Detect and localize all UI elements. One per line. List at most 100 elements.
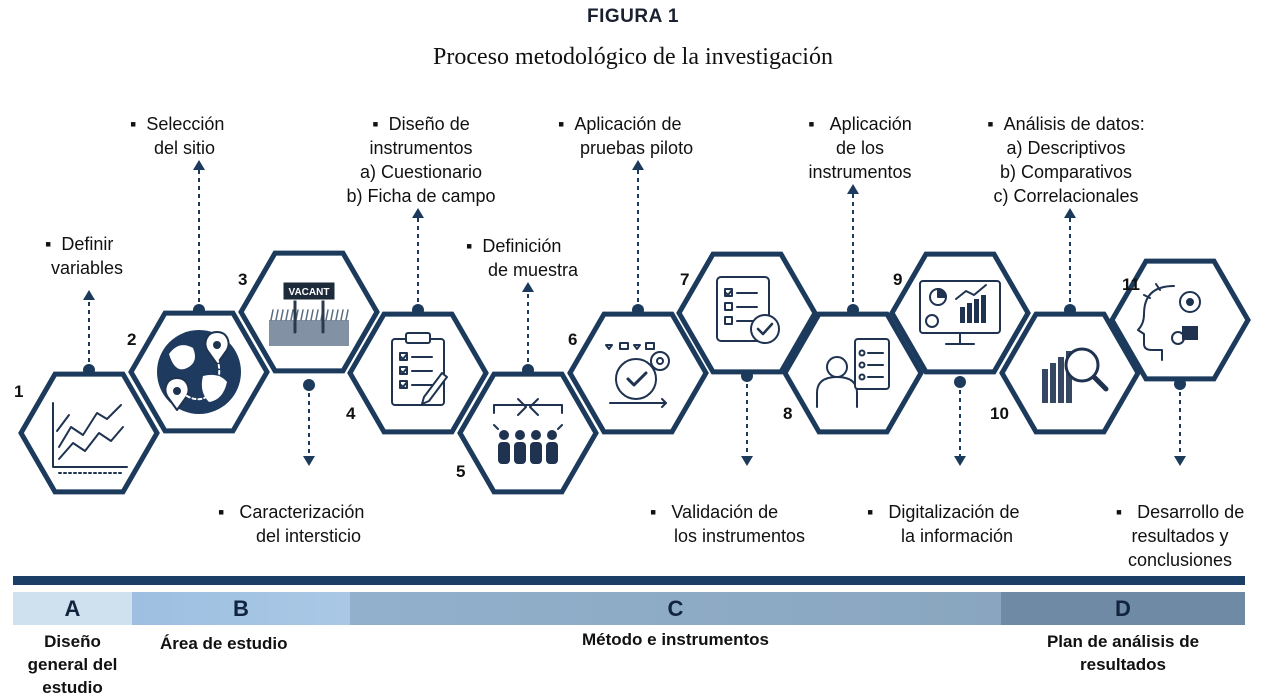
step-label-9-line-2: la información	[901, 526, 1014, 546]
step-label-10-line-3: b) Comparativos	[999, 162, 1133, 182]
phase-c-name: Método e instrumentos	[581, 630, 769, 649]
connector-4	[412, 208, 424, 316]
phase-a-name-line-3: estudio	[42, 678, 103, 697]
connector-3	[303, 379, 315, 466]
figure-caption: Proceso metodológico de la investigación	[433, 44, 833, 70]
head-gears-icon	[1137, 283, 1201, 361]
arrow-head	[522, 282, 534, 292]
step-label-10-line-2: a) Descriptivos	[1006, 138, 1126, 158]
connector-8	[847, 184, 859, 316]
step-label-4-line-3: a) Cuestionario	[359, 162, 483, 182]
step-label-10: ▪ Análisis de datos: a) Descriptivos b) …	[966, 112, 1166, 208]
step-label-4-line-2: instrumentos	[369, 138, 473, 158]
clipboard-checklist-icon	[391, 332, 448, 406]
connector-11	[1174, 378, 1186, 466]
phase-d-name: Plan de análisis de resultados	[1001, 630, 1245, 676]
people-sample-selection-icon	[493, 398, 563, 464]
arrow-head	[741, 456, 753, 466]
arrow-head	[303, 456, 315, 466]
arrow-head	[412, 208, 424, 218]
step-label-4-line-4: b) Ficha de campo	[346, 186, 496, 206]
connector-2	[193, 160, 205, 316]
phase-a-name-line-2: general del	[27, 655, 118, 674]
phase-b-box: B	[132, 592, 350, 625]
figure-label: FIGURA 1	[587, 6, 679, 27]
monitor-analytics-icon	[919, 280, 1001, 345]
step-number-1: 1	[14, 382, 24, 401]
step-label-11: ▪ Desarrollo de resultados y conclusione…	[1100, 500, 1260, 572]
phase-c-box: C	[350, 592, 1001, 625]
vacant-sign-text: VACANT	[289, 287, 330, 298]
arrow-head	[632, 160, 644, 170]
connector-5	[522, 282, 534, 376]
step-hexagon-5	[457, 371, 599, 495]
arrow-head	[847, 184, 859, 194]
step-hexagon-3	[238, 250, 380, 374]
person-clipboard-icon	[816, 338, 890, 408]
step-label-8: ▪ Aplicación de los instrumentos	[790, 112, 930, 184]
step-label-9: ▪ Digitalización de la información	[867, 502, 1020, 546]
phase-a-box: A	[13, 592, 132, 625]
step-label-7-line-2: los instrumentos	[674, 526, 806, 546]
step-hexagon-6	[567, 311, 709, 435]
step-hexagon-1	[18, 371, 160, 495]
phase-timeline-bar	[13, 576, 1245, 585]
phase-b-name: Área de estudio	[160, 634, 288, 653]
step-label-11-line-3: conclusiones	[1127, 550, 1233, 570]
step-label-6-line-1: Aplicación de	[574, 114, 682, 134]
step-label-2: ▪ Selección del sitio	[130, 114, 225, 158]
step-number-3: 3	[238, 270, 248, 289]
step-label-3: ▪ Caracterización del intersticio	[218, 502, 365, 546]
step-number-9: 9	[893, 270, 903, 289]
step-label-1-line-1: Definir	[61, 234, 114, 254]
step-label-11-line-2: resultados y	[1131, 526, 1229, 546]
step-label-1: ▪ Definir variables	[45, 234, 124, 278]
connector-1	[83, 290, 95, 376]
arrow-head	[1174, 456, 1186, 466]
line-chart-icon	[52, 402, 128, 474]
arrow-head	[1064, 208, 1076, 218]
step-label-7-line-1: Validación de	[671, 502, 779, 522]
checklist-validation-icon	[716, 276, 780, 344]
step-label-5-line-2: de muestra	[488, 260, 579, 280]
step-number-11: 11	[1122, 275, 1140, 294]
phase-d-name-line-2: resultados	[1080, 655, 1166, 674]
step-number-10: 10	[990, 404, 1009, 423]
step-label-5-line-1: Definición	[482, 236, 562, 256]
connector-9	[954, 376, 966, 466]
phase-a-name: Diseño general del estudio	[13, 630, 132, 699]
step-label-8-line-1: Aplicación	[829, 114, 912, 134]
step-label-8-line-2: de los	[835, 138, 885, 158]
step-label-2-line-2: del sitio	[154, 138, 216, 158]
step-number-8: 8	[783, 404, 793, 423]
phase-d-box: D	[1001, 592, 1245, 625]
step-hexagon-7	[676, 251, 818, 375]
arrow-head	[83, 290, 95, 300]
arrow-head	[954, 456, 966, 466]
step-label-4: ▪ Diseño de instrumentos a) Cuestionario…	[326, 112, 516, 208]
step-number-2: 2	[127, 330, 137, 349]
connector-dot	[303, 379, 315, 391]
magnifier-bar-chart-icon	[1042, 347, 1109, 403]
connector-6	[632, 160, 644, 316]
step-label-7: ▪ Validación de los instrumentos	[650, 502, 806, 546]
step-hexagon-4	[347, 311, 489, 435]
process-gears-icon	[605, 342, 670, 408]
step-number-5: 5	[456, 462, 466, 481]
step-label-10-line-1: Análisis de datos:	[1003, 114, 1145, 134]
step-label-4-line-1: Diseño de	[388, 114, 470, 134]
step-label-3-line-1: Caracterización	[239, 502, 365, 522]
step-label-3-line-2: del intersticio	[256, 526, 362, 546]
connector-10	[1064, 208, 1076, 316]
step-label-2-line-1: Selección	[146, 114, 225, 134]
phase-d-name-line-1: Plan de análisis de	[1046, 632, 1200, 651]
globe-location-pin-icon	[157, 330, 241, 414]
connector-dot	[954, 376, 966, 388]
step-number-6: 6	[568, 330, 578, 349]
step-number-7: 7	[680, 270, 690, 289]
step-number-4: 4	[346, 404, 356, 423]
connector-7	[741, 370, 753, 466]
vacant-lot-sign-icon: VACANT	[269, 281, 349, 346]
step-label-5: ▪ Definición de muestra	[466, 236, 579, 280]
